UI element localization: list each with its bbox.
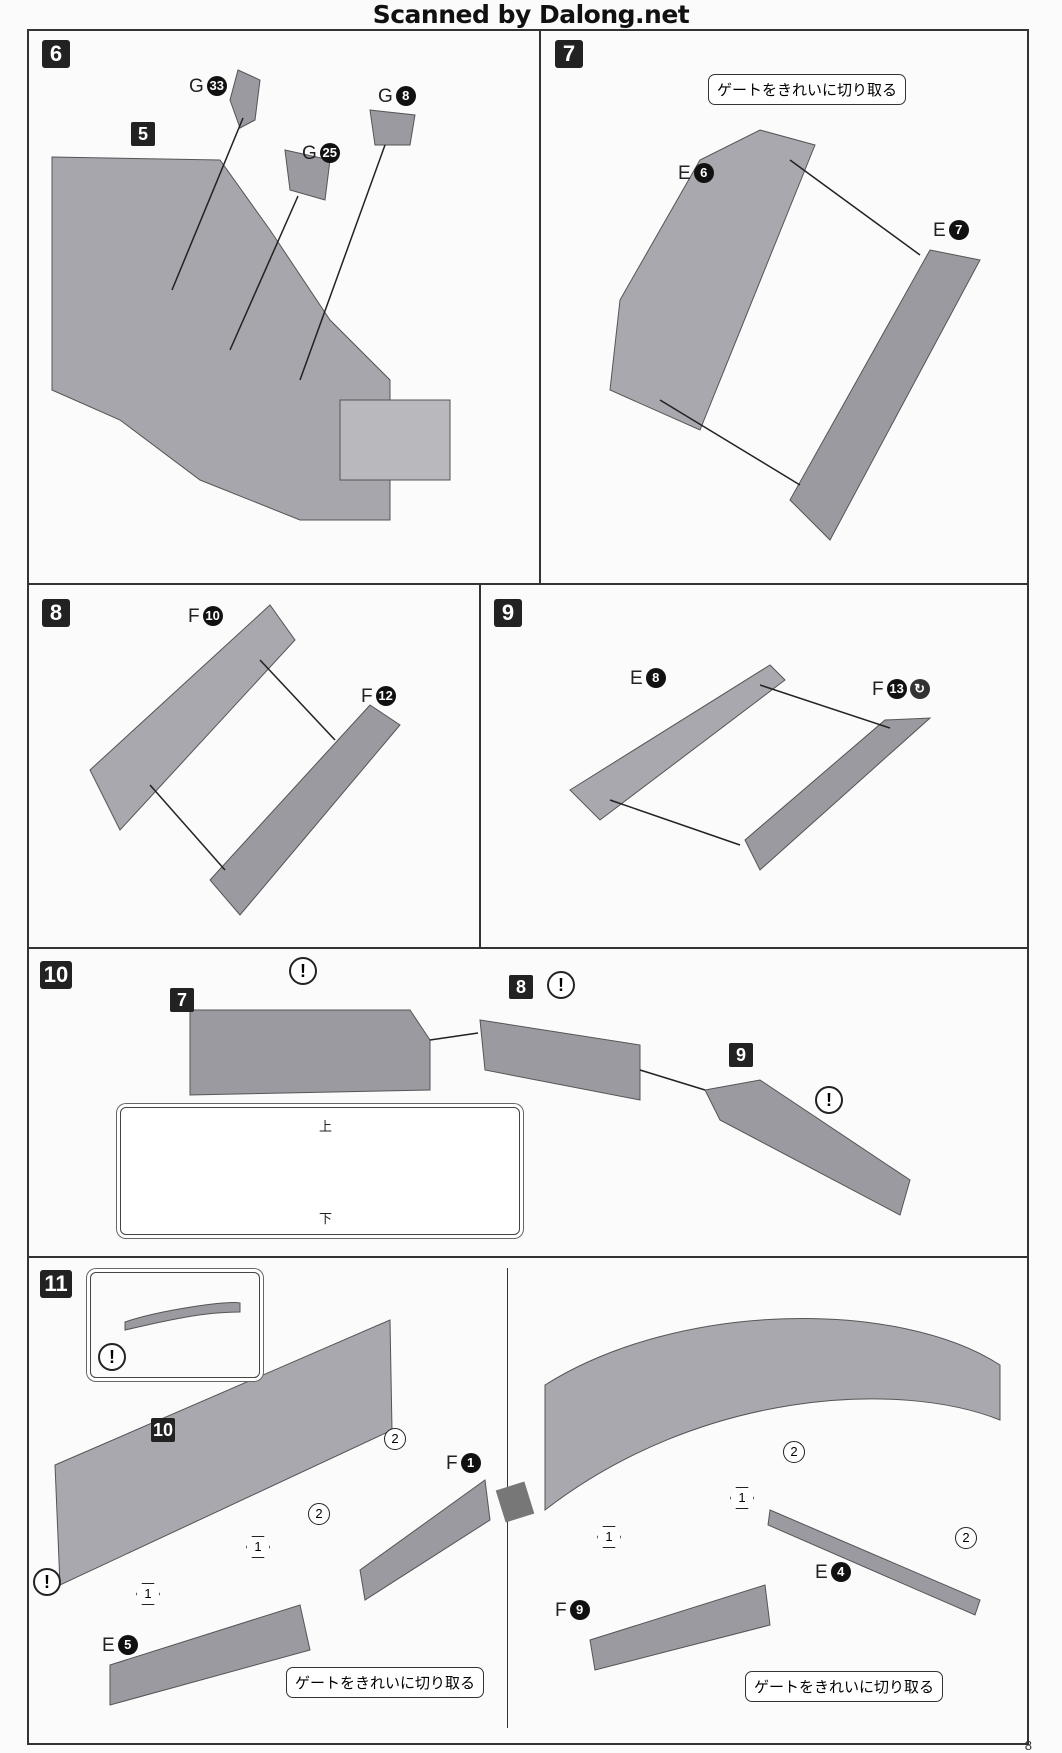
part-letter: G: [302, 143, 317, 164]
part-number: 25: [319, 143, 340, 163]
order-marker: 1: [136, 1583, 160, 1605]
part-letter: F: [446, 1453, 458, 1474]
part-number: 5: [117, 1635, 138, 1655]
part-letter: F: [188, 606, 200, 627]
divider: [27, 1256, 1029, 1258]
part-number: 9: [569, 1600, 590, 1620]
order-marker: 1: [730, 1487, 754, 1509]
step-6-number: 6: [42, 40, 70, 68]
step-11-number: 11: [40, 1270, 72, 1298]
step-9-number: 9: [494, 599, 522, 627]
part-letter: E: [630, 668, 643, 689]
part-letter: E: [933, 220, 946, 241]
part-letter: E: [815, 1562, 828, 1583]
scanner-watermark: Scanned by Dalong.net: [372, 0, 690, 29]
part-letter: G: [189, 76, 204, 97]
order-marker: 2: [308, 1503, 330, 1525]
part-letter: E: [102, 1635, 115, 1656]
part-letter: F: [872, 679, 884, 700]
caution-icon: !: [815, 1086, 843, 1114]
order-marker: 1: [597, 1526, 621, 1548]
part-number: 12: [375, 686, 396, 706]
gate-note-callout: ゲートをきれいに切り取る: [708, 74, 907, 105]
part-number: 8: [395, 86, 416, 106]
part-letter: F: [555, 1600, 567, 1621]
caution-icon: !: [547, 971, 575, 999]
order-marker: 1: [246, 1536, 270, 1558]
subassembly-ref: 8: [509, 975, 533, 999]
order-marker: 2: [783, 1441, 805, 1463]
caution-icon: !: [289, 957, 317, 985]
part-number: 33: [206, 76, 227, 96]
gate-note-callout: ゲートをきれいに切り取る: [286, 1667, 485, 1698]
part-number: 6: [693, 163, 714, 183]
divider: [539, 29, 541, 584]
subassembly-ref: 10: [151, 1418, 175, 1442]
part-number: 13: [886, 679, 907, 699]
part-number: 10: [202, 606, 223, 626]
subassembly-ref: 5: [131, 122, 155, 146]
divider: [479, 584, 481, 948]
rotate-icon: ↻: [909, 679, 930, 699]
step-7-number: 7: [555, 40, 583, 68]
order-marker: 2: [384, 1428, 406, 1450]
caution-icon: !: [98, 1343, 126, 1371]
step-10-number: 10: [40, 961, 72, 989]
part-number: 1: [460, 1453, 481, 1473]
top-label: 上: [319, 1119, 333, 1134]
part-number: 4: [830, 1562, 851, 1582]
subassembly-ref: 9: [729, 1043, 753, 1067]
caution-icon: !: [33, 1568, 61, 1596]
bottom-label: 下: [319, 1211, 333, 1226]
page-frame: [27, 29, 1029, 1745]
orientation-inset: [120, 1107, 520, 1235]
divider: [27, 947, 1029, 949]
step-8-number: 8: [42, 599, 70, 627]
part-letter: E: [678, 163, 691, 184]
detail-inset: [90, 1272, 260, 1378]
part-number: 7: [948, 220, 969, 240]
page-number: 8: [1024, 1738, 1032, 1753]
divider: [27, 583, 1029, 585]
part-number: 8: [645, 668, 666, 688]
subassembly-ref: 7: [170, 988, 194, 1012]
part-letter: G: [378, 86, 393, 107]
order-marker: 2: [955, 1527, 977, 1549]
part-letter: F: [361, 686, 373, 707]
gate-note-callout: ゲートをきれいに切り取る: [745, 1671, 944, 1702]
